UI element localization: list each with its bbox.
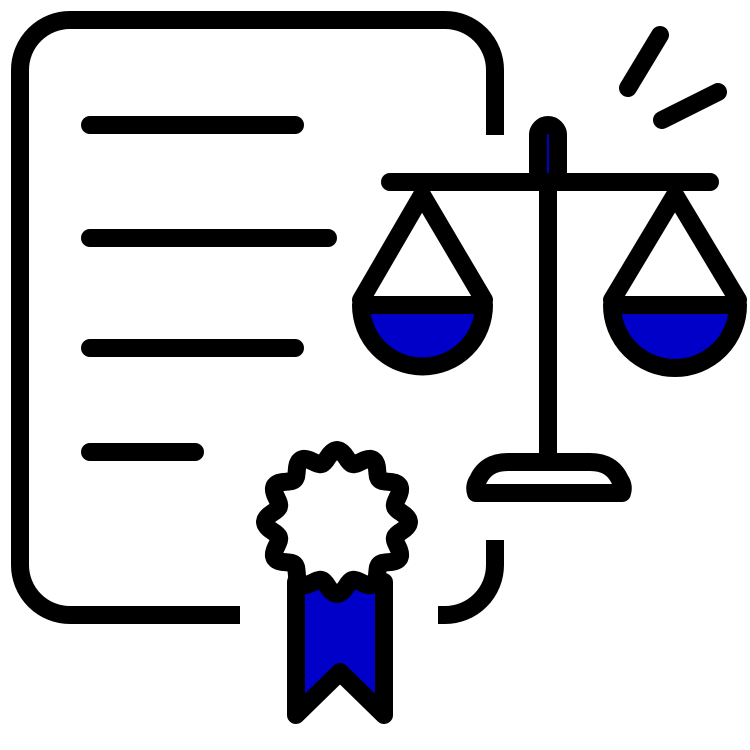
ribbon xyxy=(287,573,393,724)
scales-of-justice-icon xyxy=(352,26,747,502)
right-pan-strings xyxy=(603,186,747,309)
right-pan xyxy=(603,296,747,377)
scale-base xyxy=(466,453,632,502)
document-icon xyxy=(11,11,504,624)
document-outline-lower xyxy=(436,540,504,624)
left-pan xyxy=(352,296,493,376)
pole xyxy=(529,116,567,469)
spark-line xyxy=(619,26,669,97)
left-pan-strings xyxy=(352,186,493,309)
award-ribbon-icon xyxy=(256,441,418,724)
document-outline xyxy=(11,11,504,624)
rosette-seal xyxy=(256,441,418,603)
spark-line xyxy=(653,83,727,129)
